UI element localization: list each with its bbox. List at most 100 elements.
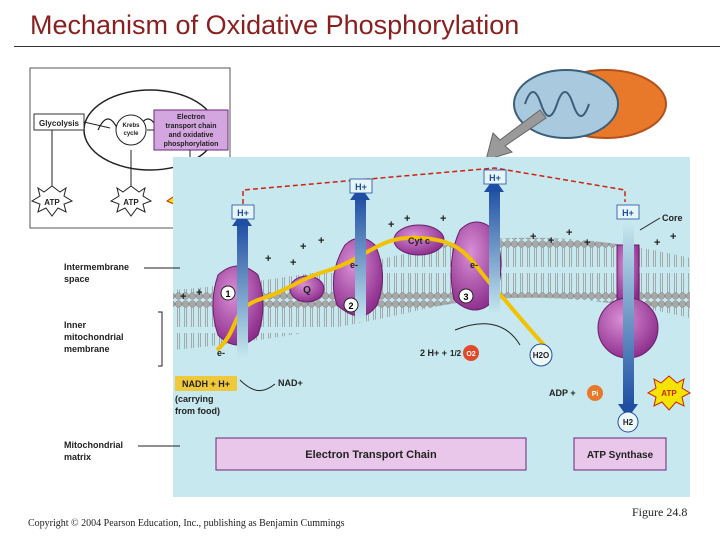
inset-atp-1: ATP — [44, 198, 60, 207]
etc-box-label: Electron Transport Chain — [305, 449, 437, 461]
proton-arrow-3 — [489, 188, 500, 314]
krebs-label-2: cycle — [123, 131, 139, 137]
two-h-label: 2 H+ + — [420, 348, 447, 358]
half-label: 1/2 — [450, 349, 462, 358]
electron-label-1: e- — [217, 348, 225, 358]
water-formation-arrow — [454, 323, 521, 346]
h2-label: H2 — [623, 418, 634, 427]
atp-synthase-box — [573, 437, 667, 471]
etc-label-3: and oxidative — [169, 132, 214, 139]
plus-mark: + — [584, 237, 590, 249]
etc-label-2: transport chain — [166, 123, 217, 130]
plus-mark: + — [265, 253, 271, 265]
complex-3-number: 3 — [463, 292, 468, 302]
plus-mark: + — [670, 231, 676, 243]
krebs-cycle-circle — [115, 114, 147, 146]
proton-arrowhead-synthase — [618, 404, 638, 418]
electron-transport-chain-box — [215, 437, 527, 471]
h-plus-box-1 — [231, 204, 255, 220]
o2-molecule — [463, 345, 479, 361]
inner-membrane-bilayer — [173, 237, 690, 350]
cyt-c-label: Cyt c — [408, 236, 430, 246]
title-divider — [14, 46, 720, 47]
core-label: Core — [662, 213, 683, 223]
plus-mark: + — [388, 219, 394, 231]
inner-membrane-label-2: mitochondrial — [64, 332, 124, 342]
matrix-label-2: matrix — [64, 452, 91, 462]
krebs-label-1: Krebs — [122, 123, 140, 129]
nad-conversion-arrow — [239, 379, 276, 392]
h-plus-text-2: H+ — [355, 182, 367, 192]
h2-molecule — [617, 411, 639, 433]
adp-label: ADP + — [549, 388, 576, 398]
plus-mark: + — [180, 291, 186, 303]
carrying-label-1: (carrying — [175, 394, 214, 404]
inset-arrow-1 — [83, 121, 111, 129]
h-plus-label-3: H+ — [483, 169, 507, 185]
plus-mark: + — [318, 235, 324, 247]
proton-dashed-path — [242, 167, 626, 204]
pi-label: Pi — [592, 391, 599, 398]
page-title: Mechanism of Oxidative Phosphorylation — [30, 10, 520, 40]
intermembrane-label-2: space — [64, 274, 90, 284]
proton-arrow-1 — [237, 222, 248, 358]
atp-product-label: ATP — [661, 389, 677, 398]
h-plus-label-4: H+ — [616, 204, 640, 220]
etc-label-4: phosphorylation — [164, 141, 219, 148]
h2o-label: H2O — [533, 351, 549, 360]
h-plus-label-1: H+ — [231, 204, 255, 220]
intermembrane-label-1: Intermembrane — [64, 262, 129, 272]
inset-atp-burst-2 — [109, 185, 153, 217]
h2o-molecule — [529, 343, 553, 367]
h-plus-box-4 — [616, 204, 640, 220]
h-plus-text-1: H+ — [237, 208, 249, 218]
h-plus-box-2 — [349, 178, 373, 194]
nadh-label: NADH + H+ — [182, 379, 230, 389]
complex-3-badge — [458, 288, 474, 304]
complex-1-number: 1 — [225, 289, 230, 299]
phosphate-molecule — [587, 385, 603, 401]
glycolysis-label: Glycolysis — [39, 119, 80, 128]
plus-mark: + — [290, 257, 296, 269]
proton-arrow-2 — [355, 196, 366, 322]
h-plus-text-4: H+ — [622, 208, 634, 218]
plus-mark: + — [548, 235, 554, 247]
inner-membrane-bracket — [158, 311, 163, 367]
electron-label-2: e- — [350, 260, 358, 270]
plus-mark: + — [530, 231, 536, 243]
etc-label-1: Electron — [177, 114, 205, 121]
nad-label: NAD+ — [278, 378, 303, 388]
mitochondrion-cristae — [524, 91, 590, 117]
plus-mark: + — [300, 241, 306, 253]
inset-atp-burst-1 — [30, 185, 74, 217]
positive-charge-markers: +++++++++++++++ — [180, 213, 676, 303]
copyright-notice: Copyright © 2004 Pearson Education, Inc.… — [28, 518, 345, 529]
h-plus-text-3: H+ — [489, 173, 501, 183]
plus-mark: + — [440, 213, 446, 225]
atp-product-burst — [646, 375, 692, 411]
plus-mark: + — [566, 227, 572, 239]
complex-2-number: 2 — [348, 301, 353, 311]
electron-path — [215, 235, 547, 352]
core-leader — [639, 217, 661, 231]
matrix-label-1: Mitochondrial — [64, 440, 123, 450]
complex-1-badge — [220, 285, 236, 301]
figure-reference: Figure 24.8 — [632, 505, 688, 519]
h-plus-box-3 — [483, 169, 507, 185]
h-plus-label-2: H+ — [349, 178, 373, 194]
inner-membrane-label-3: membrane — [64, 344, 110, 354]
electron-label-3: e- — [470, 260, 478, 270]
o2-label: O2 — [466, 351, 475, 358]
mitochondrion-thumbnail — [485, 69, 667, 161]
inner-membrane-label-1: Inner — [64, 320, 87, 330]
zoom-arrow — [485, 109, 547, 161]
nadh-highlight — [175, 376, 237, 391]
plus-mark: + — [196, 287, 202, 299]
complex-2-badge — [343, 297, 359, 313]
plus-mark: + — [404, 213, 410, 225]
q-label: Q — [303, 285, 311, 296]
proton-arrowhead-3 — [484, 178, 504, 192]
carrying-label-2: from food) — [175, 406, 220, 416]
inset-atp-2: ATP — [123, 198, 139, 207]
